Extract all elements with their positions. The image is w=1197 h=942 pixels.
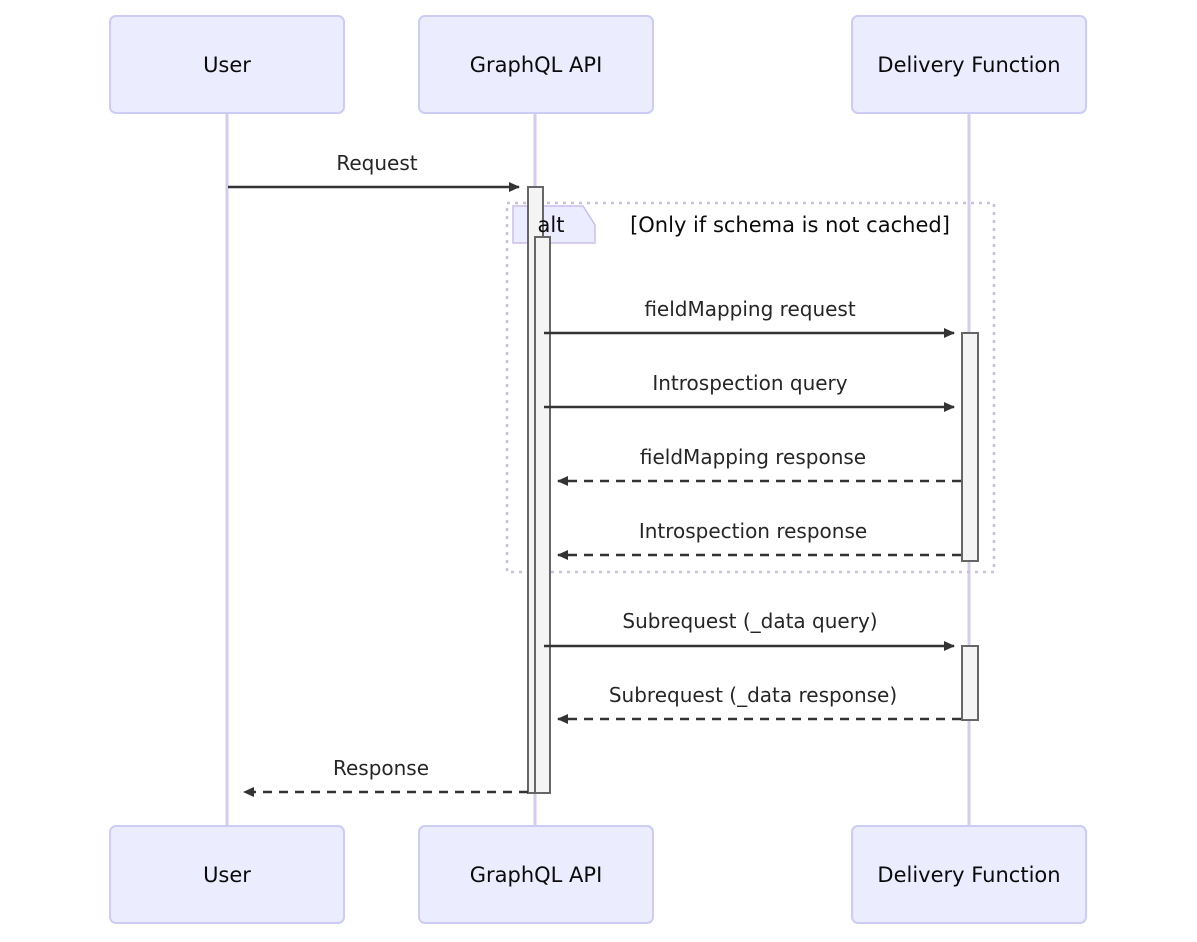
participant-box-user-bottom[interactable] [109, 825, 345, 924]
message-label-fieldmapping-request: fieldMapping request [644, 297, 856, 321]
participant-box-user-top[interactable] [109, 15, 345, 114]
participant-box-delivery-bottom[interactable] [851, 825, 1087, 924]
message-label-fieldmapping-response: fieldMapping response [640, 445, 866, 469]
participant-label-user-bottom: User [203, 863, 251, 887]
activation-delivery-schema [961, 332, 979, 562]
participant-label-graphql-bottom: GraphQL API [470, 863, 603, 887]
alt-fragment-condition-label: [Only if schema is not cached] [630, 213, 950, 237]
message-label-subrequest-query: Subrequest (_data query) [622, 609, 877, 633]
activation-graphql-inner [534, 236, 551, 794]
participant-label-delivery-bottom: Delivery Function [877, 863, 1060, 887]
alt-fragment-tag-label: alt [538, 213, 565, 237]
participant-box-delivery-top[interactable] [851, 15, 1087, 114]
activation-delivery-subrequest [961, 645, 979, 721]
participant-label-user-top: User [203, 53, 251, 77]
message-label-request: Request [336, 151, 417, 175]
participant-label-graphql-top: GraphQL API [470, 53, 603, 77]
message-label-introspection-query: Introspection query [652, 371, 847, 395]
message-label-introspection-response: Introspection response [639, 519, 867, 543]
message-label-response: Response [333, 756, 429, 780]
participant-box-graphql-bottom[interactable] [418, 825, 654, 924]
message-label-subrequest-response: Subrequest (_data response) [609, 683, 897, 707]
participant-box-graphql-top[interactable] [418, 15, 654, 114]
participant-label-delivery-top: Delivery Function [877, 53, 1060, 77]
